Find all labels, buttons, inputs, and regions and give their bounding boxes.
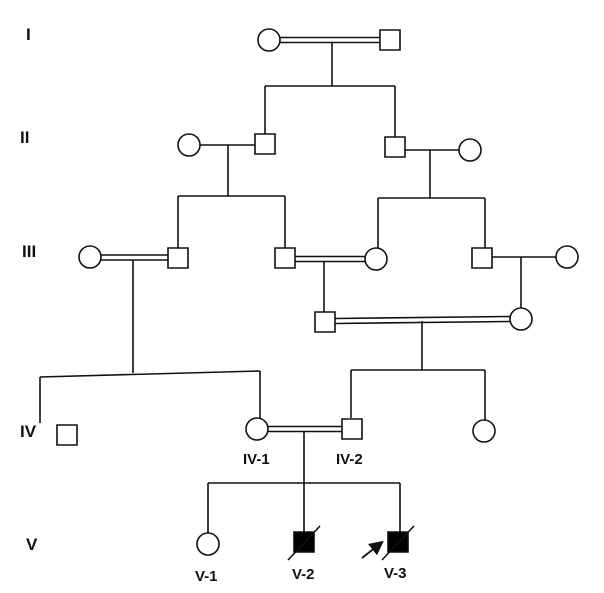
- sibship-line: [40, 371, 260, 377]
- individual-II-male-right: [385, 137, 405, 157]
- consanguineous-mating-line: [335, 317, 510, 319]
- individual-III-male-4: [472, 248, 492, 268]
- individual-I-male: [380, 30, 400, 50]
- individual-III-male-3: [315, 312, 335, 332]
- individual-IV-male: [57, 425, 77, 445]
- individual-II-female-right: [459, 139, 481, 161]
- individual-label-V-2: V-2: [292, 566, 315, 583]
- deceased-slash: [288, 526, 320, 560]
- generation-label-I: I: [26, 25, 31, 44]
- individual-II-female-left: [178, 134, 200, 156]
- generation-label-III: III: [22, 242, 37, 261]
- individual-III-male-2: [275, 248, 295, 268]
- individual-II-male-left: [255, 134, 275, 154]
- deceased-slash: [382, 526, 414, 560]
- generation-label-IV: IV: [20, 422, 37, 441]
- individual-IV-1: [246, 418, 268, 440]
- individual-I-female: [258, 29, 280, 51]
- individual-III-female-1: [79, 246, 101, 268]
- individual-IV-2: [342, 419, 362, 439]
- generation-label-II: II: [20, 128, 30, 147]
- individual-V-1: [197, 533, 219, 555]
- individual-label-IV-2: IV-2: [336, 451, 363, 468]
- individual-label-IV-1: IV-1: [243, 451, 270, 468]
- individual-III-female-3: [510, 308, 532, 330]
- individual-III-female-2: [365, 248, 387, 270]
- generation-label-V: V: [26, 535, 38, 554]
- individual-label-V-3: V-3: [384, 565, 407, 582]
- individual-III-female-4: [556, 246, 578, 268]
- individual-label-V-1: V-1: [195, 568, 218, 585]
- individual-IV-female-right: [473, 420, 495, 442]
- individual-III-male-1: [168, 248, 188, 268]
- proband-arrow-icon: [362, 540, 384, 558]
